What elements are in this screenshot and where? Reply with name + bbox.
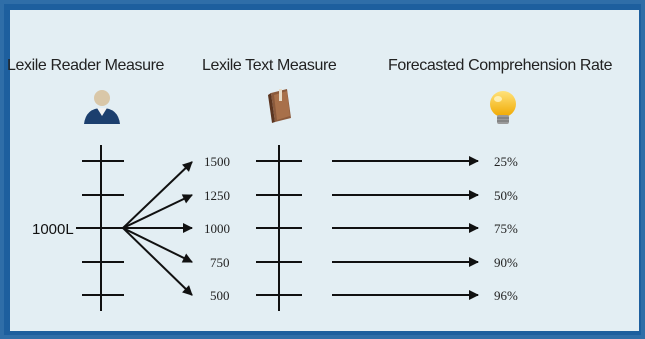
rate-90: 90% — [494, 255, 518, 270]
rate-96: 96% — [494, 288, 518, 303]
lightbulb-icon — [490, 91, 516, 124]
arrow-to-500 — [122, 227, 193, 296]
text-measure-header: Lexile Text Measure — [202, 57, 337, 74]
book-icon — [268, 89, 291, 123]
text-measure-500: 500 — [210, 288, 230, 303]
comprehension-rate-header: Forecasted Comprehension Rate — [388, 57, 613, 74]
text-measure-1000: 1000 — [204, 221, 230, 236]
text-measure-1500: 1500 — [204, 154, 230, 169]
reader-to-text-arrows — [122, 161, 193, 296]
text-measure-1250: 1250 — [204, 188, 230, 203]
rate-75: 75% — [494, 221, 518, 236]
reader-measure-value: 1000L — [32, 221, 74, 238]
reader-scale — [76, 145, 124, 311]
person-icon — [84, 90, 120, 124]
arrow-to-750 — [122, 227, 193, 263]
text-measure-750: 750 — [210, 255, 230, 270]
reader-measure-header: Lexile Reader Measure — [7, 57, 165, 74]
arrow-to-1250 — [122, 194, 193, 229]
text-to-rate-arrows — [332, 156, 479, 300]
rate-50: 50% — [494, 188, 518, 203]
diagram-panel — [10, 10, 639, 331]
arrow-to-1500 — [122, 161, 193, 229]
rate-25: 25% — [494, 154, 518, 169]
text-scale — [256, 145, 302, 311]
diagram-frame — [4, 4, 641, 335]
